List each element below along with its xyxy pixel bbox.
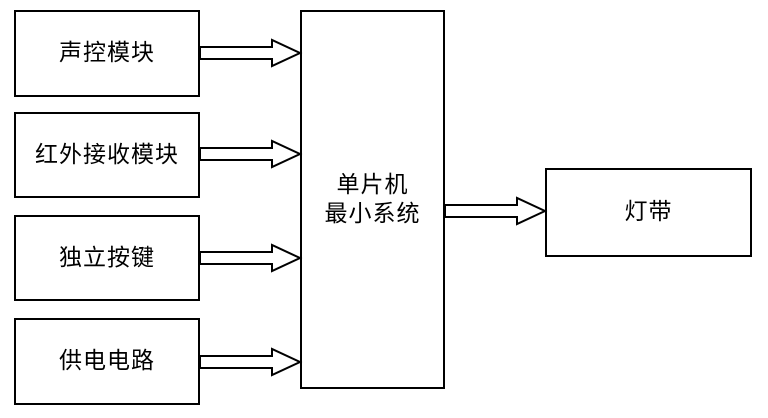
arrow-sound-to-mcu-icon (199, 38, 303, 68)
block-independent-keys: 独立按键 (14, 215, 200, 301)
block-power-supply-circuit-label: 供电电路 (59, 348, 155, 375)
block-sound-control-module: 声控模块 (14, 10, 200, 97)
block-mcu-label-line1: 单片机 (336, 171, 409, 198)
arrow-mcu-to-light-icon (444, 196, 548, 226)
block-ir-receiver-module-label: 红外接收模块 (35, 141, 179, 168)
block-mcu-minimum-system-label: 单片机 最小系统 (325, 171, 421, 229)
block-mcu-label-line2: 最小系统 (324, 200, 421, 227)
block-power-supply-circuit: 供电电路 (14, 318, 200, 405)
block-ir-receiver-module: 红外接收模块 (14, 112, 200, 198)
block-sound-control-module-label: 声控模块 (59, 40, 155, 67)
block-light-strip: 灯带 (545, 168, 752, 257)
block-independent-keys-label: 独立按键 (59, 244, 155, 271)
arrow-power-to-mcu-icon (199, 347, 303, 377)
block-light-strip-label: 灯带 (624, 199, 673, 226)
arrow-keys-to-mcu-icon (199, 243, 303, 273)
arrow-ir-to-mcu-icon (199, 139, 303, 169)
block-mcu-minimum-system: 单片机 最小系统 (300, 10, 445, 389)
